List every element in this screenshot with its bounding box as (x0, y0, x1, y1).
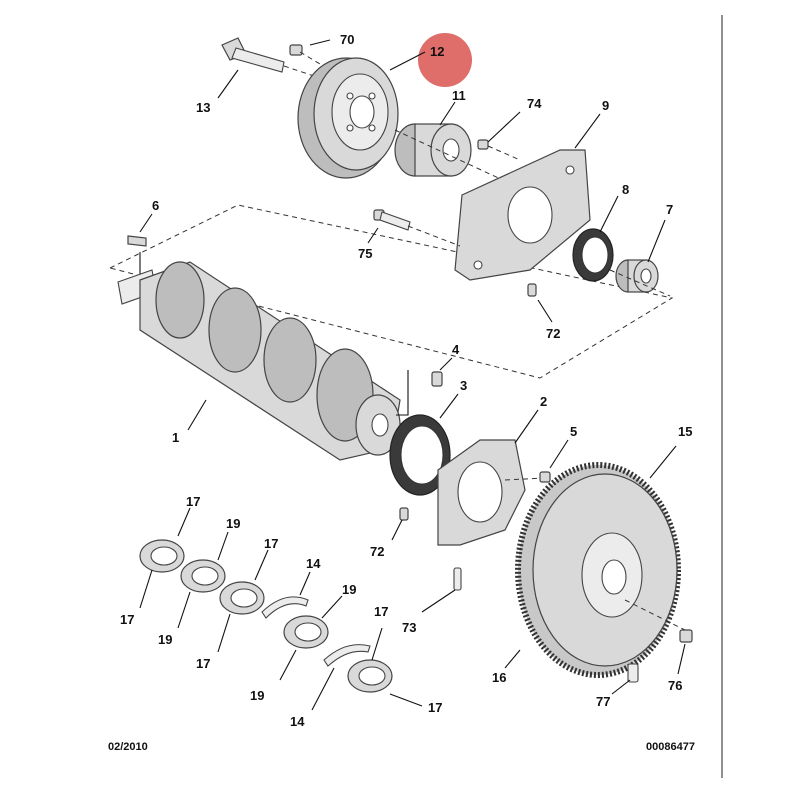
callout-1[interactable]: 1 (172, 430, 179, 445)
leader-lines (139, 39, 686, 711)
part-11-sprocket[interactable] (394, 123, 521, 189)
part-12-pulley[interactable] (297, 57, 399, 179)
callout-labels: 70 12 13 11 74 9 6 8 7 75 72 4 3 2 1 5 1… (120, 32, 692, 729)
callout-19-a[interactable]: 19 (226, 516, 240, 531)
part-9-front-cover[interactable] (454, 149, 591, 281)
callout-6[interactable]: 6 (152, 198, 159, 213)
part-72-upper-dowel[interactable] (527, 283, 537, 297)
bearing-shells[interactable] (139, 539, 393, 693)
callout-15[interactable]: 15 (678, 424, 692, 439)
callout-5[interactable]: 5 (570, 424, 577, 439)
footer-date: 02/2010 (108, 741, 148, 753)
part-7-gear[interactable] (609, 259, 671, 297)
callout-9[interactable]: 9 (602, 98, 609, 113)
callout-76[interactable]: 76 (668, 678, 682, 693)
part-13-bolt[interactable] (221, 37, 321, 79)
callout-17-c[interactable]: 17 (120, 612, 134, 627)
callout-12[interactable]: 12 (430, 44, 444, 59)
callout-14-b[interactable]: 14 (290, 714, 305, 729)
callout-75[interactable]: 75 (358, 246, 372, 261)
callout-13[interactable]: 13 (196, 100, 210, 115)
callout-17-b[interactable]: 17 (264, 536, 278, 551)
part-6-key[interactable] (127, 235, 147, 282)
callout-2[interactable]: 2 (540, 394, 547, 409)
highlight-marker (418, 33, 472, 87)
part-73-pin[interactable] (453, 567, 462, 591)
callout-19-c[interactable]: 19 (158, 632, 172, 647)
part-74-bolt[interactable] (477, 139, 521, 161)
callout-8[interactable]: 8 (622, 182, 629, 197)
callout-19-d[interactable]: 19 (250, 688, 264, 703)
callout-14-a[interactable]: 14 (306, 556, 321, 571)
part-76-bolt[interactable] (679, 629, 693, 643)
callout-19-b[interactable]: 19 (342, 582, 356, 597)
part-8-seal[interactable] (572, 228, 614, 282)
callout-7[interactable]: 7 (666, 202, 673, 217)
part-3-rear-seal[interactable] (389, 414, 451, 496)
part-5-bolt[interactable] (539, 471, 551, 483)
part-15-flywheel[interactable] (515, 462, 686, 678)
part-2-seal-housing[interactable] (437, 439, 546, 546)
part-77-pin[interactable] (627, 663, 639, 683)
callout-73[interactable]: 73 (402, 620, 416, 635)
callout-72-upper[interactable]: 72 (546, 326, 560, 341)
callout-74[interactable]: 74 (527, 96, 542, 111)
assembly-dashed-frame (109, 204, 674, 379)
callout-3[interactable]: 3 (460, 378, 467, 393)
callout-70[interactable]: 70 (340, 32, 354, 47)
callout-17-a[interactable]: 17 (186, 494, 200, 509)
thrust-washers[interactable] (261, 596, 371, 667)
callout-11[interactable]: 11 (452, 88, 466, 103)
part-75-bolt[interactable] (373, 209, 461, 247)
callout-17-f[interactable]: 17 (428, 700, 442, 715)
callout-16[interactable]: 16 (492, 670, 506, 685)
part-72-lower-dowel[interactable] (399, 507, 409, 521)
callout-72-lower[interactable]: 72 (370, 544, 384, 559)
callout-17-e[interactable]: 17 (196, 656, 210, 671)
part-1-crankshaft[interactable] (117, 261, 401, 461)
callout-77[interactable]: 77 (596, 694, 610, 709)
part-4-dowel[interactable] (396, 370, 443, 416)
callout-17-d[interactable]: 17 (374, 604, 388, 619)
footer-reference: 00086477 (646, 741, 695, 753)
callout-4[interactable]: 4 (452, 342, 460, 357)
